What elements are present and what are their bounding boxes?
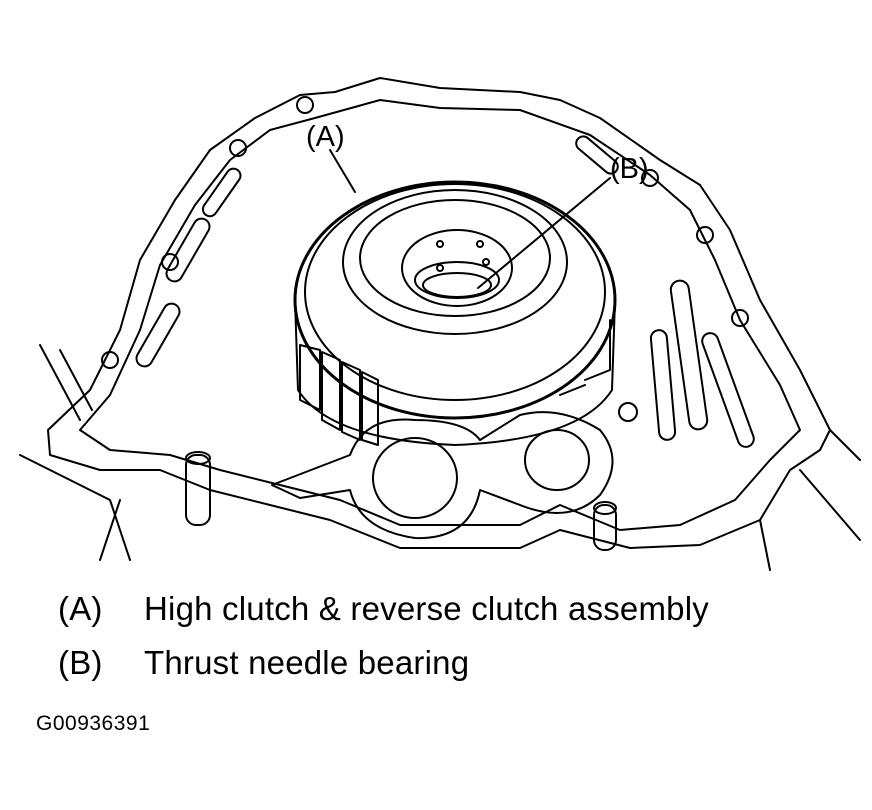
bolt-hole (230, 140, 246, 156)
retaining-bracket (272, 412, 613, 538)
callout-label-b: (B) (610, 153, 649, 185)
bolt-hole (162, 254, 178, 270)
transmission-case-illustration: (A) (B) (0, 0, 872, 575)
legend-item-a: (A) High clutch & reverse clutch assembl… (58, 590, 709, 644)
high-reverse-clutch-assembly (295, 182, 615, 445)
legend-key: (B) (58, 644, 103, 681)
bolt-hole (102, 352, 118, 368)
case-edge-right (760, 430, 860, 570)
oil-passage-slot (134, 301, 183, 370)
oil-passage-slot (164, 216, 213, 285)
case-flange-outline (48, 78, 830, 548)
case-inner-contour (80, 100, 800, 530)
bracket-hole (373, 438, 457, 518)
bolt-hole (297, 97, 313, 113)
thrust-needle-bearing (402, 230, 512, 306)
oil-passage-slot (700, 331, 756, 449)
oil-passage-slot (650, 330, 676, 441)
legend-text: Thrust needle bearing (144, 644, 470, 681)
legend: (A) High clutch & reverse clutch assembl… (58, 590, 709, 698)
bracket-hole (525, 430, 589, 490)
legend-text: High clutch & reverse clutch assembly (144, 590, 709, 627)
bolt-hole (732, 310, 748, 326)
oil-passage-slot (200, 166, 243, 219)
dowel-pin-right (594, 502, 616, 550)
case-edge-left (20, 345, 130, 560)
figure-id: G00936391 (36, 712, 151, 735)
legend-key: (A) (58, 590, 103, 627)
bolt-hole (619, 403, 637, 421)
bolt-hole (697, 227, 713, 243)
oil-passage-slot (670, 279, 709, 430)
oil-passage-slot (573, 134, 620, 177)
callout-leader-a (330, 150, 355, 192)
legend-item-b: (B) Thrust needle bearing (58, 644, 709, 698)
callout-leader-b (478, 178, 610, 288)
callout-label-a: (A) (306, 121, 345, 153)
dowel-pin-left (186, 452, 210, 525)
bolt-hole (642, 170, 658, 186)
